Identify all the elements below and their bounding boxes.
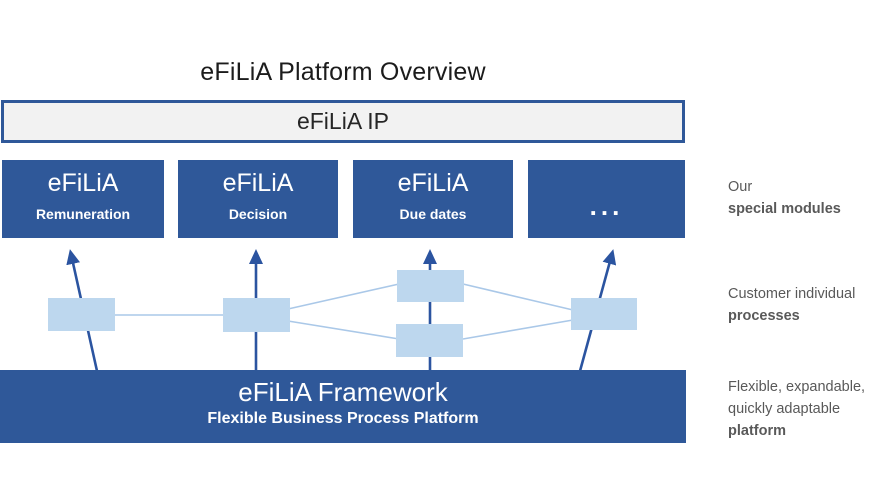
annotation-line: Flexible, expandable, (728, 379, 866, 395)
module-title: eFiLiA (222, 169, 294, 197)
module-title: eFiLiA (397, 169, 469, 197)
framework-title: eFiLiA Framework (238, 377, 448, 407)
process-node-4 (396, 324, 463, 357)
module-subtitle: Decision (228, 206, 288, 222)
connector-line (287, 283, 400, 310)
process-node-2 (223, 298, 290, 332)
framework-arrows (66, 249, 617, 372)
annotation-bold-line: platform (728, 423, 786, 439)
process-node-5 (571, 298, 637, 330)
annotation-line: Our (728, 179, 753, 195)
module-box-remuneration: eFiLiA Remuneration (2, 160, 164, 238)
annotation-special-modules: Our special modules (728, 176, 888, 220)
annotation-line: quickly adaptable (728, 401, 841, 417)
framework-box: eFiLiA Framework Flexible Business Proce… (0, 370, 686, 443)
process-node-3 (397, 270, 464, 302)
annotation-bold-line: special modules (728, 201, 841, 217)
module-box-decision: eFiLiA Decision (178, 160, 338, 238)
annotation-processes: Customer individual processes (728, 283, 888, 327)
ip-bar-label: eFiLiA IP (296, 108, 390, 134)
ellipsis-label: ... (589, 191, 624, 221)
module-box-more: ... (528, 160, 685, 238)
process-node-1 (48, 298, 115, 331)
connector-line (462, 283, 574, 311)
module-title: eFiLiA (47, 169, 119, 197)
connector-line (287, 320, 400, 340)
process-connectors (113, 283, 574, 340)
module-subtitle: Remuneration (35, 206, 131, 222)
ip-bar: eFiLiA IP (1, 100, 685, 143)
module-subtitle: Due dates (399, 206, 467, 222)
connector-line (462, 319, 574, 340)
module-box-due-dates: eFiLiA Due dates (353, 160, 513, 238)
annotation-platform: Flexible, expandable, quickly adaptable … (728, 376, 888, 442)
annotation-line: Customer individual (728, 286, 856, 302)
page-title: eFiLiA Platform Overview (200, 58, 486, 86)
annotation-bold-line: processes (728, 308, 800, 324)
framework-subtitle: Flexible Business Process Platform (207, 410, 479, 427)
